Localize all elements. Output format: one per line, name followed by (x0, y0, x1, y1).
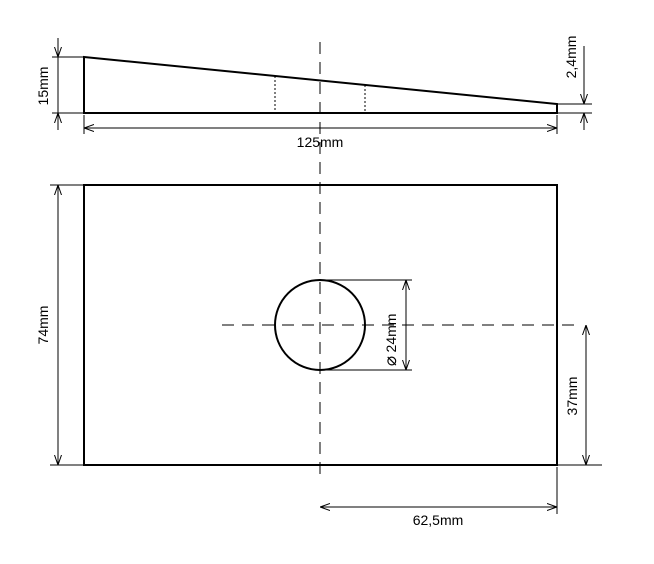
half-length-label: 62,5mm (413, 512, 464, 528)
plate-outline (83, 184, 558, 466)
dimension-half-length: 62,5mm (320, 467, 558, 528)
hole-diameter-label: 24mm (383, 314, 399, 353)
dimension-thick-end: 15mm (35, 38, 84, 130)
top-view (83, 184, 574, 466)
thin-end-label: 2,4mm (563, 36, 579, 79)
dimension-half-width: 37mm (557, 325, 602, 466)
half-width-label: 37mm (564, 377, 580, 416)
dimension-length: 125mm (83, 115, 558, 150)
diameter-symbol: ⌀ (381, 356, 400, 366)
dimension-hole-diameter: 24mm ⌀ (320, 279, 412, 371)
thick-end-label: 15mm (35, 67, 51, 106)
width-label: 74mm (35, 306, 51, 345)
dimension-width: 74mm (35, 184, 84, 466)
dimension-thin-end: 2,4mm (557, 36, 592, 130)
length-label: 125mm (297, 134, 344, 150)
